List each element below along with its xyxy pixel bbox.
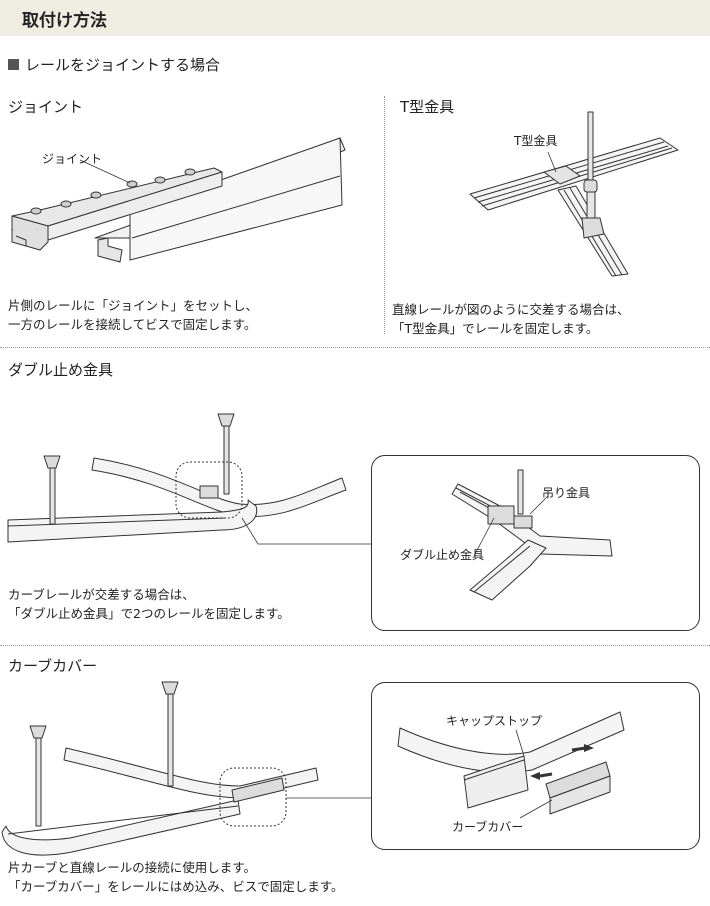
curve-desc-line-1: 片カーブと直線レールの接続に使用します。 bbox=[8, 858, 344, 877]
curve-cover-label: カーブカバー bbox=[452, 818, 523, 835]
curve-description: 片カーブと直線レールの接続に使用します。 「カーブカバー」をレールにはめ込み、ビ… bbox=[8, 858, 344, 896]
curve-desc-line-2: 「カーブカバー」をレールにはめ込み、ビスで固定します。 bbox=[8, 877, 344, 896]
cap-stop-label: キャップストップ bbox=[446, 712, 542, 729]
